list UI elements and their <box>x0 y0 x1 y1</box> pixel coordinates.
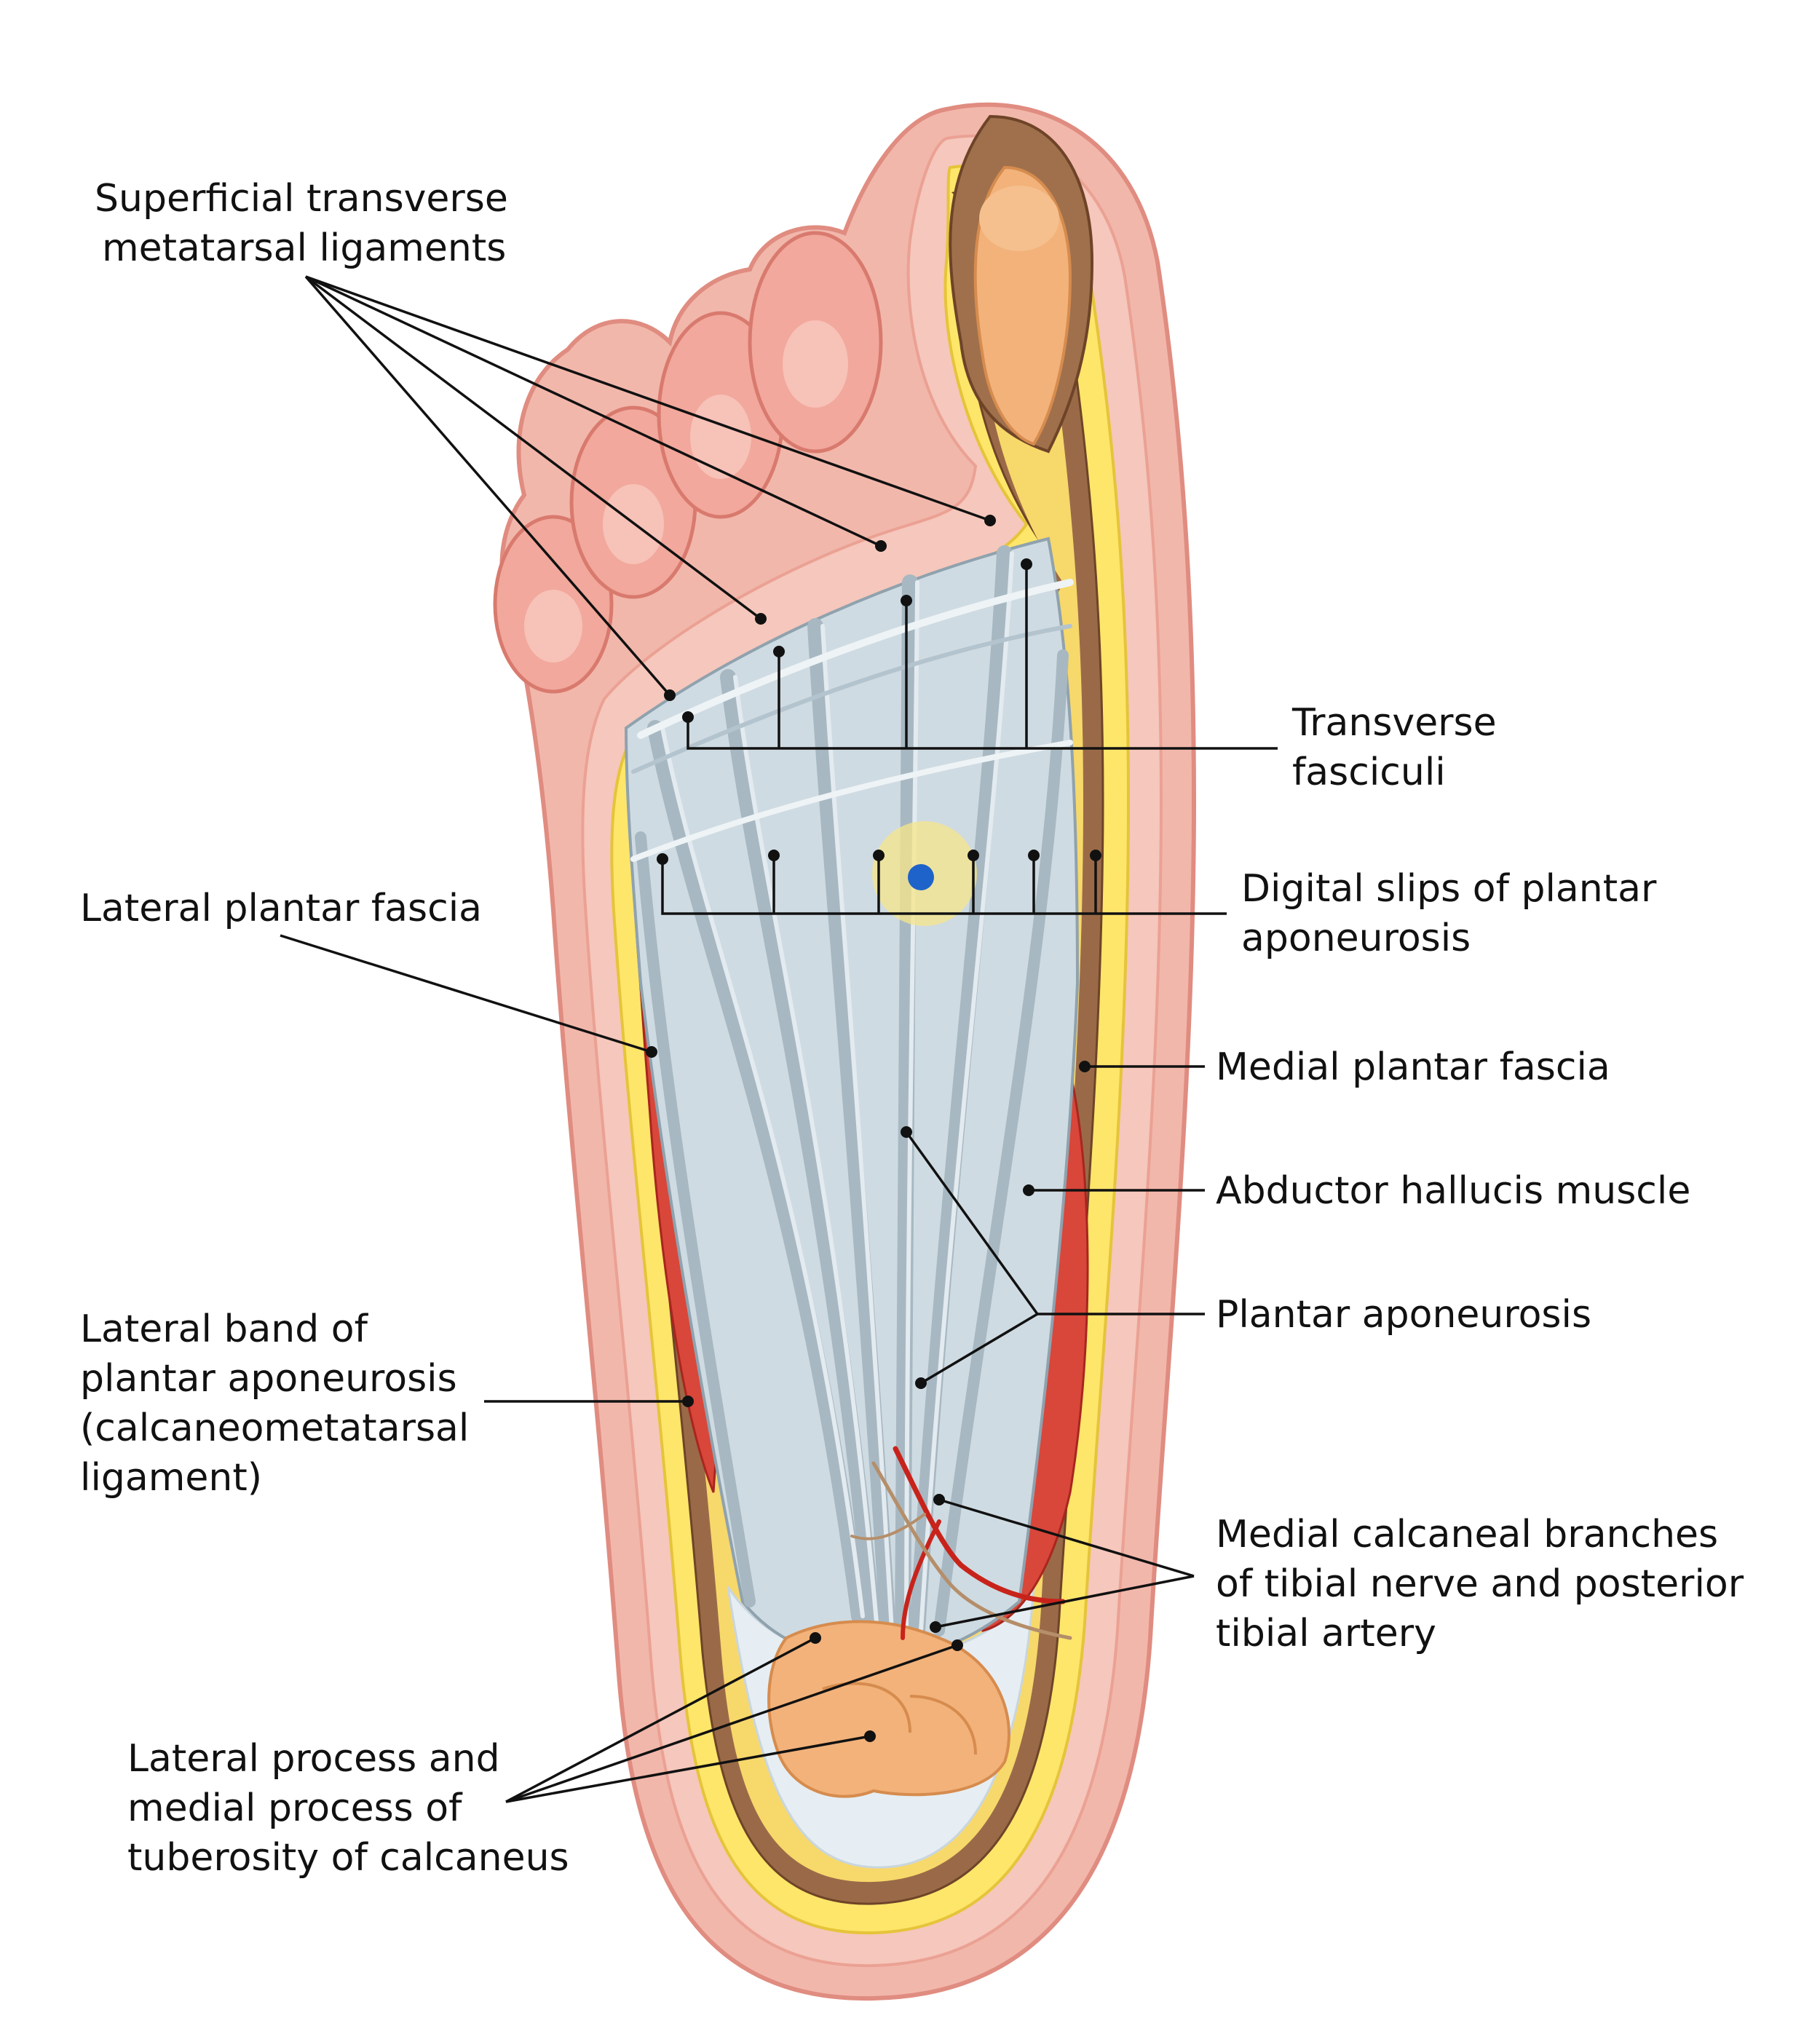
label-abductor-hallucis: Abductor hallucis muscle <box>1216 1169 1690 1213</box>
label-line: Medial calcaneal branches <box>1216 1513 1718 1556</box>
label-line: tibial artery <box>1216 1612 1436 1655</box>
leader-lines <box>280 275 1278 1803</box>
calcaneus-bone <box>767 1620 1010 1798</box>
label-line: aponeurosis <box>1241 917 1471 960</box>
toes <box>493 231 883 694</box>
leader-calcaneus <box>505 1632 963 1803</box>
leader-abductor-hallucis <box>1023 1184 1205 1196</box>
label-line: Abductor hallucis muscle <box>1216 1169 1690 1213</box>
label-medial-plantar-fascia: Medial plantar fascia <box>1216 1045 1610 1089</box>
big-toe <box>949 114 1094 454</box>
label-line: Superficial transverse <box>95 177 508 221</box>
leader-transverse-fasciculi <box>682 558 1278 750</box>
label-line: Lateral process and <box>127 1737 500 1781</box>
label-lateral-band: Lateral band of plantar aponeurosis (cal… <box>80 1307 481 1500</box>
label-line: fasciculi <box>1292 751 1446 794</box>
labels: Superficial transverse metatarsal ligame… <box>80 177 1756 1880</box>
label-medial-calcaneal: Medial calcaneal branches of tibial nerv… <box>1216 1513 1756 1655</box>
leader-medial-calcaneal <box>930 1494 1195 1633</box>
label-lateral-plantar-fascia: Lateral plantar fascia <box>80 887 482 930</box>
label-line: (calcaneometatarsal <box>80 1406 469 1450</box>
label-line: ligament) <box>80 1456 262 1500</box>
leader-lateral-band <box>484 1396 694 1407</box>
label-superficial-transverse: Superficial transverse metatarsal ligame… <box>95 177 520 270</box>
label-digital-slips: Digital slips of plantar aponeurosis <box>1241 867 1669 960</box>
label-plantar-aponeurosis: Plantar aponeurosis <box>1216 1293 1591 1337</box>
leader-digital-slips <box>657 850 1227 915</box>
label-line: Medial plantar fascia <box>1216 1045 1610 1089</box>
nerve-marker <box>908 864 934 890</box>
medial-calcaneal-vessels <box>850 1446 1072 1640</box>
label-line: of tibial nerve and posterior <box>1216 1562 1744 1606</box>
label-line: Lateral plantar fascia <box>80 887 482 930</box>
label-calcaneus: Lateral process and medial process of tu… <box>127 1737 569 1880</box>
leader-lateral-plantar-fascia <box>280 934 657 1058</box>
label-line: tuberosity of calcaneus <box>127 1836 569 1880</box>
leader-superficial-transverse <box>304 275 996 701</box>
label-line: metatarsal ligaments <box>102 226 506 270</box>
leader-medial-plantar-fascia <box>1079 1061 1205 1072</box>
label-line: plantar aponeurosis <box>80 1357 457 1401</box>
foot-illustration <box>493 102 1197 2001</box>
label-line: Plantar aponeurosis <box>1216 1293 1591 1337</box>
leader-plantar-aponeurosis <box>901 1126 1205 1389</box>
label-line: Lateral band of <box>80 1307 369 1351</box>
label-transverse-fasciculi: Transverse fasciculi <box>1291 701 1508 794</box>
label-line: Transverse <box>1291 701 1497 745</box>
label-line: medial process of <box>127 1786 463 1830</box>
label-line: Digital slips of plantar <box>1241 867 1657 911</box>
plantar-aponeurosis-fibers <box>624 537 1080 1662</box>
